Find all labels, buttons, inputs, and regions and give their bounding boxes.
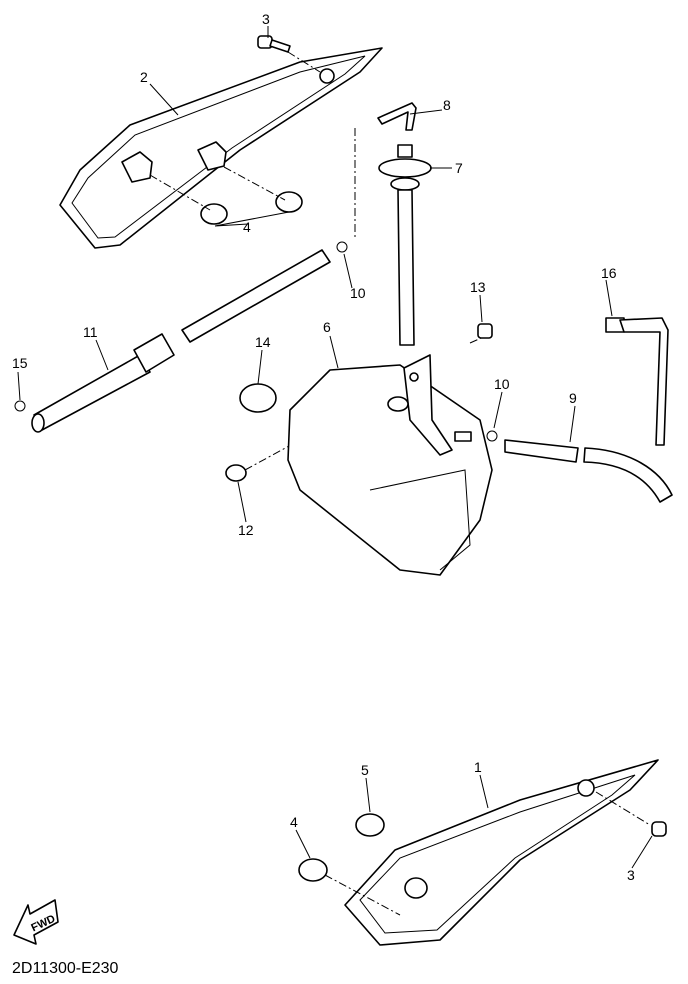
bolt: [651, 821, 667, 837]
bolt-top: [257, 35, 291, 53]
overflow-hose: [31, 249, 331, 433]
grommet: [200, 203, 228, 225]
grommet: [275, 191, 303, 213]
callout-6: 6: [323, 319, 331, 335]
hose-fitting: [377, 102, 417, 131]
side-cover-right: [344, 759, 659, 946]
callout-7: 7: [455, 160, 463, 176]
callout-14: 14: [255, 334, 271, 350]
callout-4: 4: [243, 219, 251, 235]
breather-cap: [378, 144, 432, 346]
callout-15: 15: [12, 355, 28, 371]
callout-2: 2: [140, 69, 148, 85]
callout-4b: 4: [290, 814, 298, 830]
damper: [225, 464, 247, 482]
callout-10b: 10: [494, 376, 510, 392]
callout-9: 9: [569, 390, 577, 406]
callout-3b: 3: [627, 867, 635, 883]
callout-12: 12: [238, 522, 254, 538]
bracket: [605, 317, 669, 446]
callout-5: 5: [361, 762, 369, 778]
bolt: [477, 323, 493, 339]
callout-3: 3: [262, 11, 270, 27]
callout-16: 16: [601, 265, 617, 281]
grommet: [298, 858, 328, 882]
callout-11: 11: [83, 324, 98, 340]
callout-8: 8: [443, 97, 451, 113]
side-cover-left: [59, 47, 383, 249]
oil-tank: [287, 354, 493, 576]
fwd-arrow-icon: FWD: [13, 899, 59, 945]
callout-13: 13: [470, 279, 486, 295]
callout-10: 10: [350, 285, 366, 301]
breather-hose: [504, 439, 673, 503]
grommet: [355, 813, 385, 837]
diagram-code: 2D11300-E230: [12, 960, 119, 977]
callout-1: 1: [474, 759, 482, 775]
grommet: [239, 383, 277, 413]
